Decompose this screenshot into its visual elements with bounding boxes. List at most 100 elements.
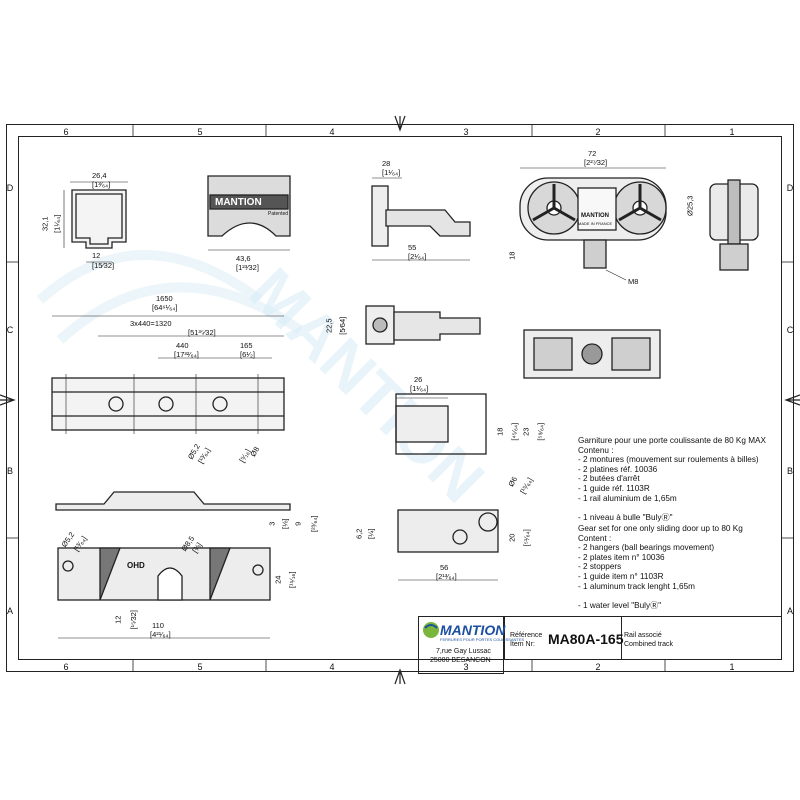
zone-col-2: 2: [595, 127, 601, 137]
zone-col-4: 4: [329, 127, 335, 137]
dim-track-spacing: 3x440=1320: [130, 319, 172, 328]
reference-label-en: Item Nr:: [510, 641, 535, 648]
hanger-part: [519, 167, 667, 281]
dim-plate-offset: 12: [113, 615, 123, 624]
dim-hole-spacing: 440: [176, 341, 189, 350]
zone-row-b: B: [6, 466, 13, 476]
dim-bolt: M8: [628, 277, 639, 286]
dim-block-w-in: [1¹⁄₆₄]: [410, 384, 429, 393]
zone-row-d-right: D: [786, 183, 794, 193]
spec-fr-line: - 1 rail aluminium de 1,65m: [578, 493, 677, 503]
description-en: Combined track: [624, 641, 674, 648]
dim-block-h2: 23: [521, 427, 531, 436]
dim-bracket-w: 20: [507, 533, 517, 542]
dim-stopper-top-in: [1¹⁄₆₄]: [382, 168, 401, 177]
spec-en-line: - 1 guide item n° 1103R: [578, 571, 664, 581]
zone-row-c-right: C: [786, 325, 794, 335]
rail-section: [63, 181, 128, 263]
zone-row-d: D: [6, 183, 14, 193]
reference-value: MA80A-165: [548, 631, 624, 647]
title-block-address-cell: [418, 660, 504, 674]
spec-fr-line: Garniture pour une porte coulissante de …: [578, 436, 766, 445]
stop-block-part: [395, 393, 487, 455]
dim-track-len: 1650: [156, 294, 173, 303]
brand-logo-icon: [423, 622, 439, 638]
dim-plate-w-in: [¹⁵⁄₁₆]: [287, 571, 297, 589]
dim-hole-spacing-in: [17³²⁄₆₄]: [174, 350, 199, 359]
dim-block-w: 26: [414, 375, 423, 384]
guide-part: [207, 175, 291, 251]
dim-track-spacing-in: [51³⁵⁄32]: [188, 328, 216, 337]
dim-guide-width-in: [1²³⁄32]: [236, 263, 259, 272]
dim-bracket-len: 56: [440, 563, 449, 572]
dim-block-h1-in: [⁴⁵⁄₆₄]: [510, 422, 520, 441]
zone-row-a-right: A: [786, 606, 793, 616]
brand-name: MANTION: [440, 622, 506, 638]
spec-en-line: - 1 aluminum track lenght 1,65m: [578, 581, 695, 591]
zone-col-3-bottom: 3: [463, 662, 469, 672]
spec-en-line: - 2 plates item n° 10036: [578, 552, 665, 562]
dim-rail-height: 32,1: [40, 216, 50, 232]
dim-end-dist-in: [6¹⁄₂]: [240, 350, 255, 359]
dim-hanger-width: 72: [588, 149, 597, 158]
spec-fr-line: - 1 niveau à bulle "BulyⓇ": [578, 512, 673, 522]
dim-block-h2-in: [⁵⁹⁄₆₄]: [536, 422, 546, 441]
dim-stopper-len-in: [2¹⁄₆₄]: [408, 252, 427, 261]
dim-plate-len: 110: [152, 621, 164, 630]
dim-bracket-h-in: [¼]: [366, 528, 376, 539]
dim-rail-width: 26,4: [92, 171, 107, 180]
zone-col-5: 5: [197, 127, 203, 137]
centering-arrows: [0, 115, 800, 685]
reference-label-fr: Référence: [510, 632, 543, 639]
stopper-part: [371, 177, 471, 261]
dim-rail-width-in: [1³⁄₆₄]: [92, 180, 111, 189]
title-block-ref-cell: [504, 616, 622, 660]
dim-track-len-in: [64⁶¹⁄₆₄]: [152, 303, 178, 312]
dim-rail-lip-in: [15⁄32]: [92, 261, 115, 270]
spec-fr-line: - 2 montures (mouvement sur roulements à…: [578, 455, 759, 465]
inner-frame: [18, 136, 782, 660]
dim-hanger-width-in: [2²⁷⁄32]: [584, 158, 608, 167]
stopper-side-part: [365, 305, 481, 345]
bracket-part: [397, 509, 499, 581]
dim-end-dist: 165: [240, 341, 253, 350]
zone-row-c: C: [6, 325, 14, 335]
dim-stopper-side: 22,5: [324, 318, 334, 334]
hanger-made-in-label: MADE IN FRANCE: [578, 221, 613, 226]
dim-stopper-len: 55: [408, 243, 417, 252]
zone-col-1-bottom: 1: [729, 662, 735, 672]
brand-subtitle: FERRURES POUR PORTES COULISSANTES: [440, 637, 525, 642]
dim-plate-t-in: [⅛]: [280, 518, 290, 529]
dim-stopper-top: 28: [382, 159, 391, 168]
dim-guide-width: 43,6: [236, 254, 251, 263]
spec-french: Garniture pour une porte coulissante de …: [578, 436, 766, 522]
spec-fr-line: [578, 503, 766, 513]
spec-fr-line: - 1 guide réf. 1103R: [578, 483, 650, 493]
spec-english: Gear set for one only sliding door up to…: [578, 524, 743, 610]
spec-fr-line: - 2 platines réf. 10036: [578, 464, 658, 474]
zone-col-5-bottom: 5: [197, 662, 203, 672]
spec-fr-line: - 2 butées d'arrêt: [578, 474, 640, 484]
dim-hanger-height: 18: [507, 251, 517, 260]
zone-ticks: [6, 124, 794, 672]
dim-hanger-wheel: Ø25,3: [685, 195, 695, 216]
hanger-bottom-part: [523, 329, 661, 379]
dim-bracket-w-in: [⁵¹⁄₆₄]: [521, 529, 531, 547]
dim-plate-offset-in: [¹⁵⁄32]: [128, 610, 138, 630]
plate-front-part: [57, 547, 271, 639]
track-part: [51, 315, 285, 434]
zone-col-4-bottom: 4: [329, 662, 335, 672]
dim-rail-height-in: [1¹⁄₆₄]: [52, 214, 62, 233]
guide-patent-label: Patented: [268, 211, 289, 217]
spec-en-line: [578, 591, 743, 601]
zone-col-1: 1: [729, 127, 735, 137]
zone-col-6: 6: [63, 127, 69, 137]
dim-bracket-h: 6,2: [354, 528, 364, 539]
spec-en-line: Gear set for one only sliding door up to…: [578, 524, 743, 533]
spec-fr-line: Contenu :: [578, 445, 614, 455]
address-line-2: 25000 BESANCON: [430, 657, 491, 664]
address-line-1: 7,rue Gay Lussac: [436, 648, 491, 655]
dim-block-h1: 18: [495, 427, 505, 436]
title-block-logo-cell: [418, 616, 504, 660]
